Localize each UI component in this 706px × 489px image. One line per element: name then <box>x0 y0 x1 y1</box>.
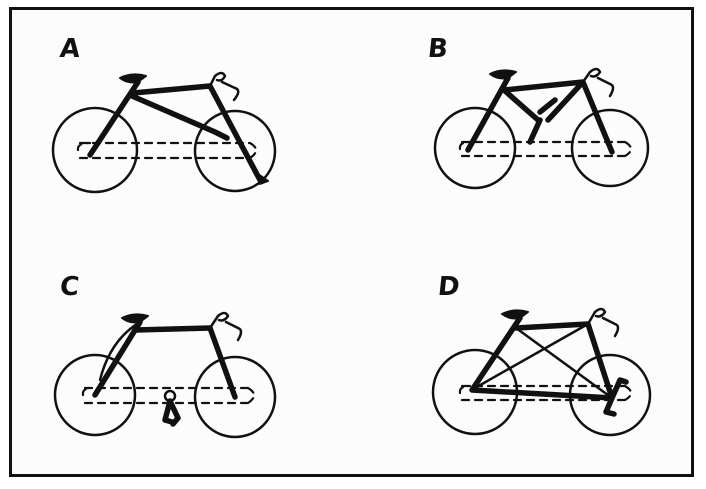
panel-label-d: D <box>436 272 462 302</box>
cross-braces <box>473 322 614 400</box>
frame-tubes <box>469 315 615 401</box>
front-wheel <box>193 109 277 193</box>
saddle <box>489 69 517 80</box>
bicycle-b <box>433 67 650 190</box>
bicycle-c <box>53 311 277 439</box>
handlebar <box>581 67 615 98</box>
pedal-crank <box>212 129 230 141</box>
panel-label-c: C <box>58 272 81 302</box>
front-pedal <box>254 171 269 185</box>
frame-tubes <box>92 319 238 400</box>
chain-loop-dashed <box>458 384 633 402</box>
bicycle-a <box>51 71 277 194</box>
pedal-crank <box>603 377 629 417</box>
rear-wheel <box>51 106 139 194</box>
handlebar <box>208 311 243 342</box>
bicycle-d <box>431 307 652 437</box>
pedal-crank <box>162 398 181 427</box>
frame-tubes <box>465 75 615 155</box>
chain-loop-dashed <box>458 140 633 158</box>
rear-wheel <box>53 353 137 437</box>
chain-loop-dashed <box>76 141 258 160</box>
chain-loop-dashed <box>81 386 256 405</box>
rear-wheel <box>433 106 517 190</box>
front-wheel <box>570 108 650 188</box>
stays <box>98 320 235 392</box>
handlebar <box>208 71 240 102</box>
saddle <box>501 309 529 320</box>
front-wheel <box>193 355 277 439</box>
saddle <box>121 313 149 324</box>
frame-tubes <box>87 79 263 183</box>
figure-frame: A B C D <box>9 7 694 477</box>
pedal-crank <box>527 97 558 145</box>
handlebar <box>586 307 620 338</box>
saddle <box>119 73 147 84</box>
